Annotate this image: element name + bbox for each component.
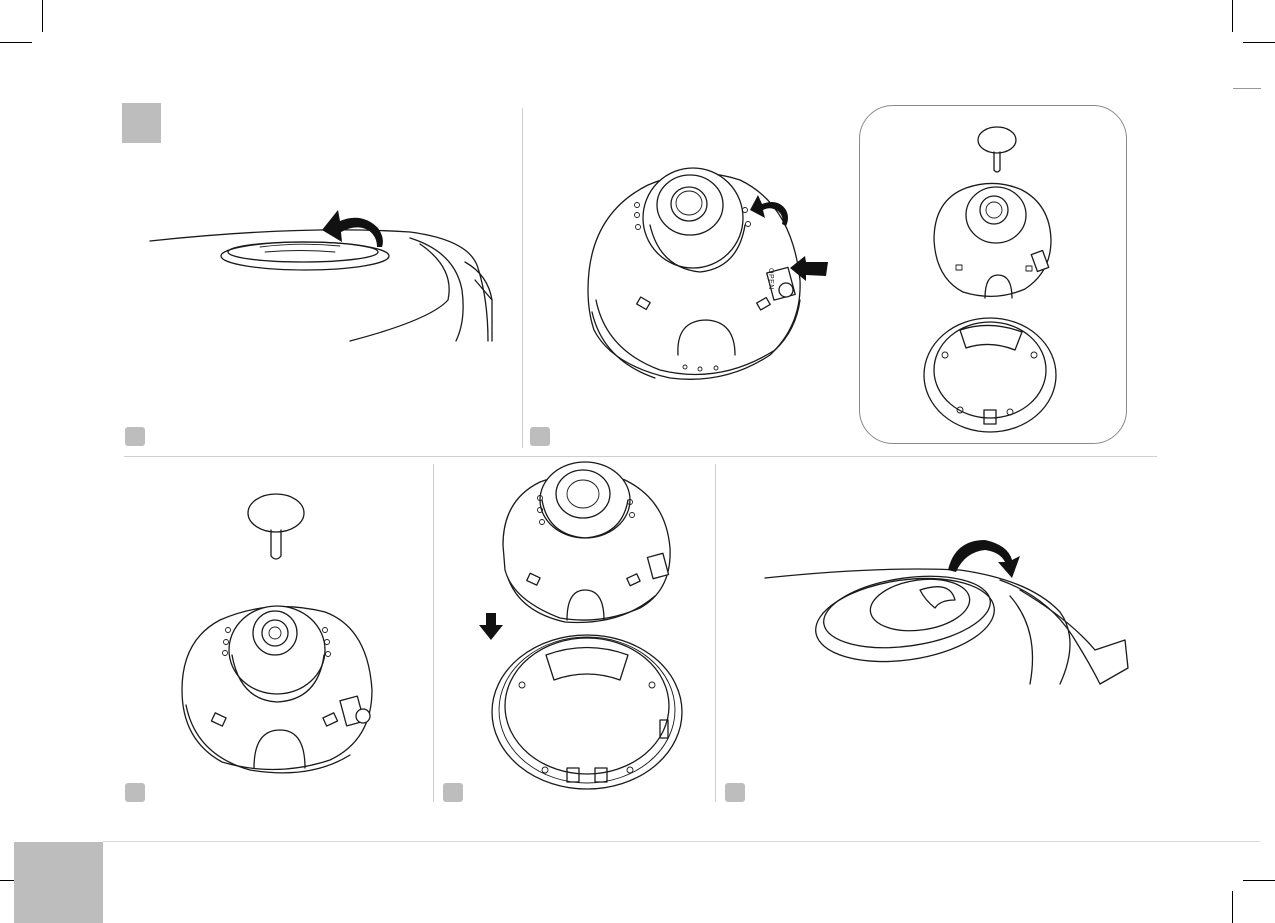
valve-separate-4 <box>492 462 682 789</box>
lid-illustration-5 <box>765 567 1128 684</box>
lid-illustration-1 <box>150 230 492 341</box>
valve-open-label: OPEN <box>767 268 774 290</box>
curved-arrow-clockwise-icon <box>948 540 1020 578</box>
valve-parts-3 <box>182 494 372 773</box>
valve-parts-inset <box>924 127 1056 432</box>
down-arrow-icon <box>479 613 503 640</box>
curved-arrow-counterclockwise-icon <box>322 210 383 247</box>
